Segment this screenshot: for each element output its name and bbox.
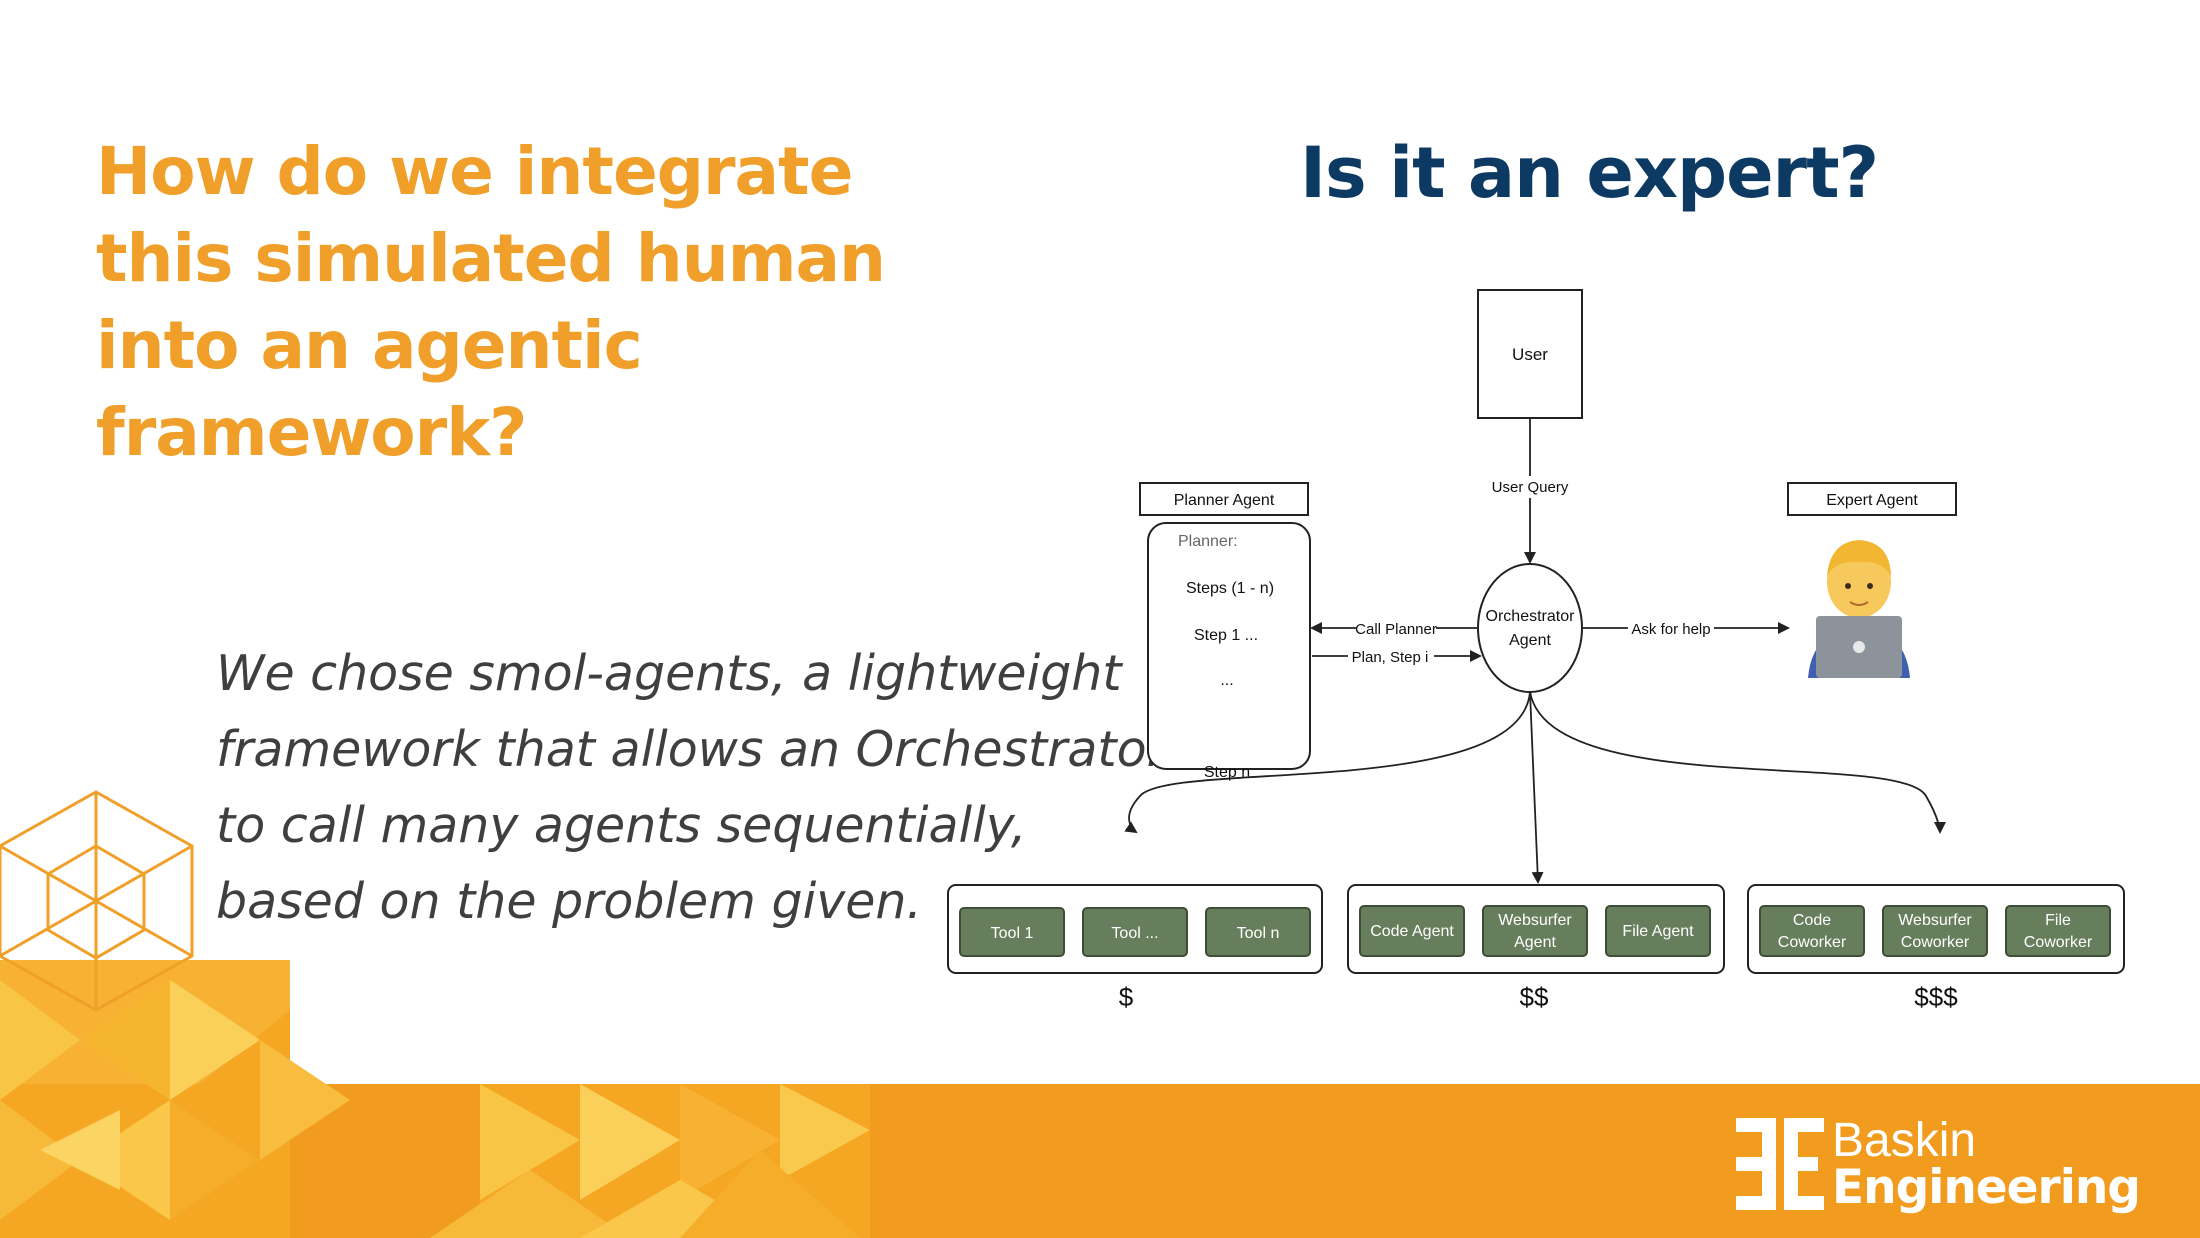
- planner-title: Planner Agent: [1174, 492, 1275, 509]
- agent-node: File Agent: [1605, 905, 1711, 957]
- orchestrator-node: [1477, 563, 1583, 693]
- tool-node: Tool ...: [1082, 907, 1188, 957]
- tool-node: Tool 1: [959, 907, 1065, 957]
- expert-title-box: [1787, 482, 1957, 516]
- orchestrator-label-line2: Agent: [1509, 632, 1551, 649]
- svg-text:File: File: [2045, 912, 2071, 929]
- planner-step: ...: [1220, 672, 1233, 689]
- svg-text:Coworker: Coworker: [1901, 934, 1970, 951]
- baskin-engineering-logo: Baskin Engineering: [1736, 1114, 2141, 1216]
- planner-step: Step 1 ...: [1194, 627, 1258, 644]
- agent-architecture-diagram: User User Query Orchestrator Agent Plann…: [947, 289, 2125, 1012]
- planner-step: Steps (1 - n): [1186, 580, 1274, 597]
- logo-line1: Baskin: [1832, 1114, 1977, 1167]
- svg-text:Code Agent: Code Agent: [1370, 923, 1454, 940]
- coworker-node: Websurfer Coworker: [1882, 905, 1988, 957]
- orchestrator-label-line1: Orchestrator: [1486, 608, 1576, 625]
- man-technologist-icon: [1808, 540, 1910, 678]
- user-label: User: [1512, 345, 1548, 364]
- svg-text:Code: Code: [1793, 912, 1831, 929]
- cost-label: $$: [1520, 982, 1549, 1012]
- question-title: How do we integrate this simulated human…: [96, 133, 886, 471]
- expert-title: Is it an expert?: [1300, 132, 1879, 214]
- coworker-node: Code Coworker: [1759, 905, 1865, 957]
- planner-step: Step n: [1204, 764, 1250, 781]
- be-logo-mark: [1736, 1118, 1824, 1210]
- plan-step-label: Plan, Step i: [1352, 649, 1429, 666]
- svg-text:Agent: Agent: [1514, 934, 1556, 951]
- planner-title-box: [1139, 482, 1309, 516]
- tool-node: Tool n: [1205, 907, 1311, 957]
- planner-heading: Planner:: [1178, 533, 1238, 550]
- coworker-node: File Coworker: [2005, 905, 2111, 957]
- cost-label: $$$: [1914, 982, 1958, 1012]
- svg-text:Websurfer: Websurfer: [1898, 912, 1972, 929]
- svg-text:Tool n: Tool n: [1237, 925, 1280, 942]
- cost-label: $: [1119, 982, 1134, 1012]
- planner-node: [1147, 522, 1311, 770]
- call-planner-label: Call Planner: [1355, 621, 1437, 638]
- svg-text:Coworker: Coworker: [2024, 934, 2093, 951]
- svg-text:Tool 1: Tool 1: [991, 925, 1034, 942]
- description-text: We chose smol-agents, a lightweight fram…: [216, 645, 1167, 930]
- logo-line2: Engineering: [1832, 1160, 2141, 1215]
- svg-text:Websurfer: Websurfer: [1498, 912, 1572, 929]
- svg-text:File Agent: File Agent: [1622, 923, 1694, 940]
- svg-text:Coworker: Coworker: [1778, 934, 1847, 951]
- agent-node: Websurfer Agent: [1482, 905, 1588, 957]
- agent-node: Code Agent: [1359, 905, 1465, 957]
- expert-title-label: Expert Agent: [1826, 492, 1918, 509]
- svg-text:Tool ...: Tool ...: [1111, 925, 1158, 942]
- user-query-label: User Query: [1492, 479, 1569, 496]
- ask-for-help-label: Ask for help: [1631, 621, 1710, 638]
